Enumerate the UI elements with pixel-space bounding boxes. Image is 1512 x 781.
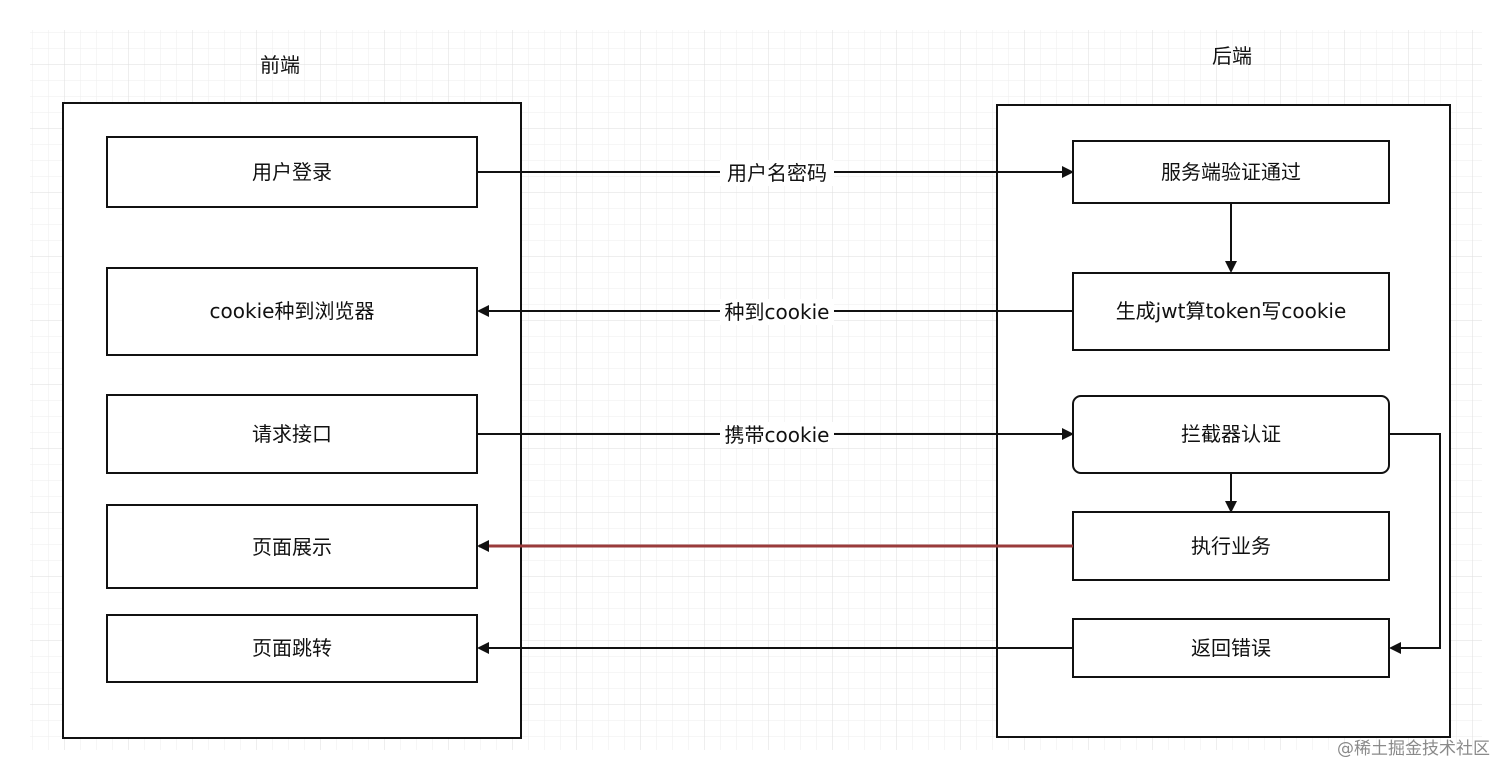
backend-node-execute: 执行业务: [1072, 511, 1390, 581]
edge-carry-cookie-label-bg: [720, 422, 834, 448]
frontend-title: 前端: [260, 53, 300, 77]
backend-node-intercept-label: 拦截器认证: [1181, 422, 1281, 446]
backend-node-error: 返回错误: [1072, 618, 1390, 678]
edge-intercept-to-error: [1389, 433, 1441, 654]
frontend-node-display-label: 页面展示: [252, 535, 332, 559]
frontend-node-display: 页面展示: [106, 504, 478, 589]
edge-carry-cookie-label: 携带cookie: [725, 423, 830, 447]
frontend-node-redirect: 页面跳转: [106, 614, 478, 683]
backend-node-execute-label: 执行业务: [1191, 534, 1271, 558]
backend-title: 后端: [1212, 44, 1252, 68]
frontend-node-request: 请求接口: [106, 394, 478, 474]
backend-node-error-label: 返回错误: [1191, 636, 1271, 660]
frontend-node-login-label: 用户登录: [252, 160, 332, 184]
frontend-node-request-label: 请求接口: [252, 422, 332, 446]
edge-credentials-label-bg: [720, 160, 834, 186]
frontend-node-cookie-set-label: cookie种到浏览器: [210, 299, 375, 323]
backend-node-verify: 服务端验证通过: [1072, 140, 1390, 204]
backend-node-verify-label: 服务端验证通过: [1161, 160, 1301, 184]
backend-node-generate-label: 生成jwt算token写cookie: [1116, 299, 1347, 323]
edge-credentials-label: 用户名密码: [727, 161, 827, 185]
frontend-node-login: 用户登录: [106, 136, 478, 208]
backend-node-intercept: 拦截器认证: [1072, 395, 1390, 474]
backend-node-generate: 生成jwt算token写cookie: [1072, 272, 1390, 351]
frontend-node-cookie-set: cookie种到浏览器: [106, 267, 478, 356]
frontend-node-redirect-label: 页面跳转: [252, 636, 332, 660]
edge-set-cookie-label-bg: [720, 299, 834, 325]
watermark: @稀土掘金技术社区: [1337, 739, 1490, 759]
edge-set-cookie-label: 种到cookie: [725, 300, 830, 324]
